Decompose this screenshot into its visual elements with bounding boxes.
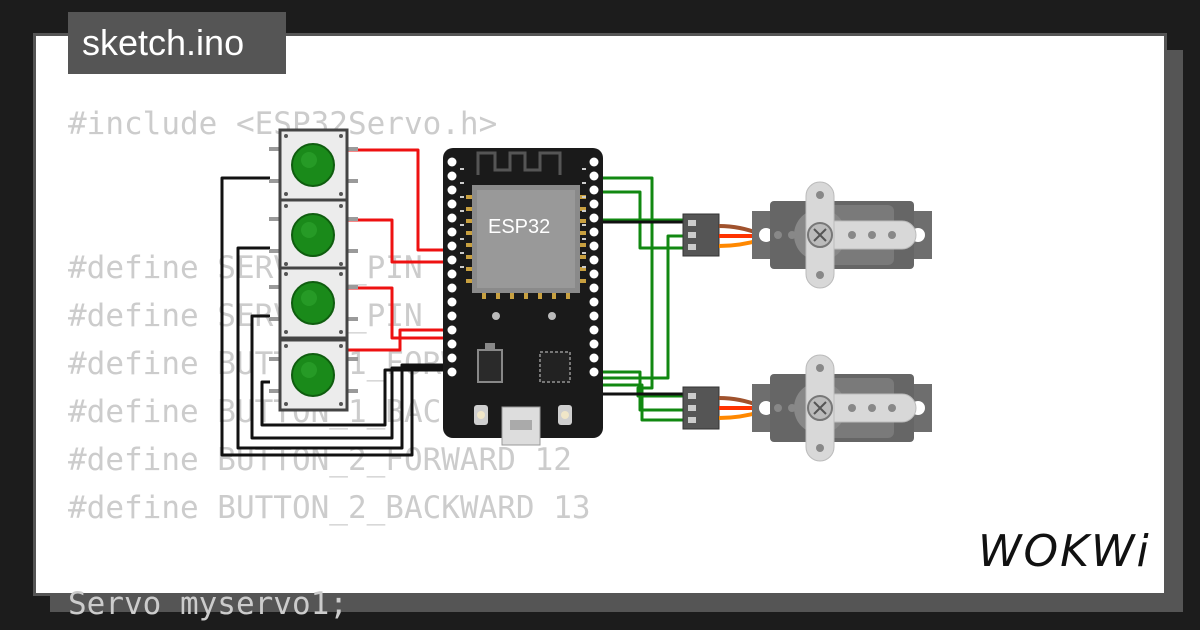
push-button-icon[interactable] [267,338,360,412]
push-button-icon[interactable] [267,198,360,272]
code-line: Servo myservo1; [68,586,348,622]
push-button-icon[interactable] [267,128,360,202]
board-label: ESP32 [488,216,550,238]
card-shadow-bottom [50,596,1183,612]
red-wires [345,148,450,352]
servo-signal-wires [590,220,688,396]
card-shadow-right [1167,50,1183,612]
code-preview: #include <ESP32Servo.h> #define SERVO_1_… [68,100,591,628]
servo-connector-bottom [682,386,720,430]
code-line: #define BUTTON_2_BACKWARD 13 [68,490,591,526]
black-wires [220,176,448,457]
file-name-tab[interactable]: sketch.ino [68,12,286,74]
servo-motor-icon[interactable] [751,354,933,462]
green-wires [596,176,688,422]
wokwi-logo-text: WOKWi [978,526,1151,577]
push-button-icon[interactable] [267,266,360,340]
servo-motor-icon[interactable] [751,181,933,289]
wokwi-logo-icon[interactable]: WOKWi [976,522,1151,578]
servo-connector-top [682,213,720,257]
esp32-board-icon[interactable]: ESP32 [443,148,603,446]
code-line: #include <ESP32Servo.h> [68,106,498,142]
